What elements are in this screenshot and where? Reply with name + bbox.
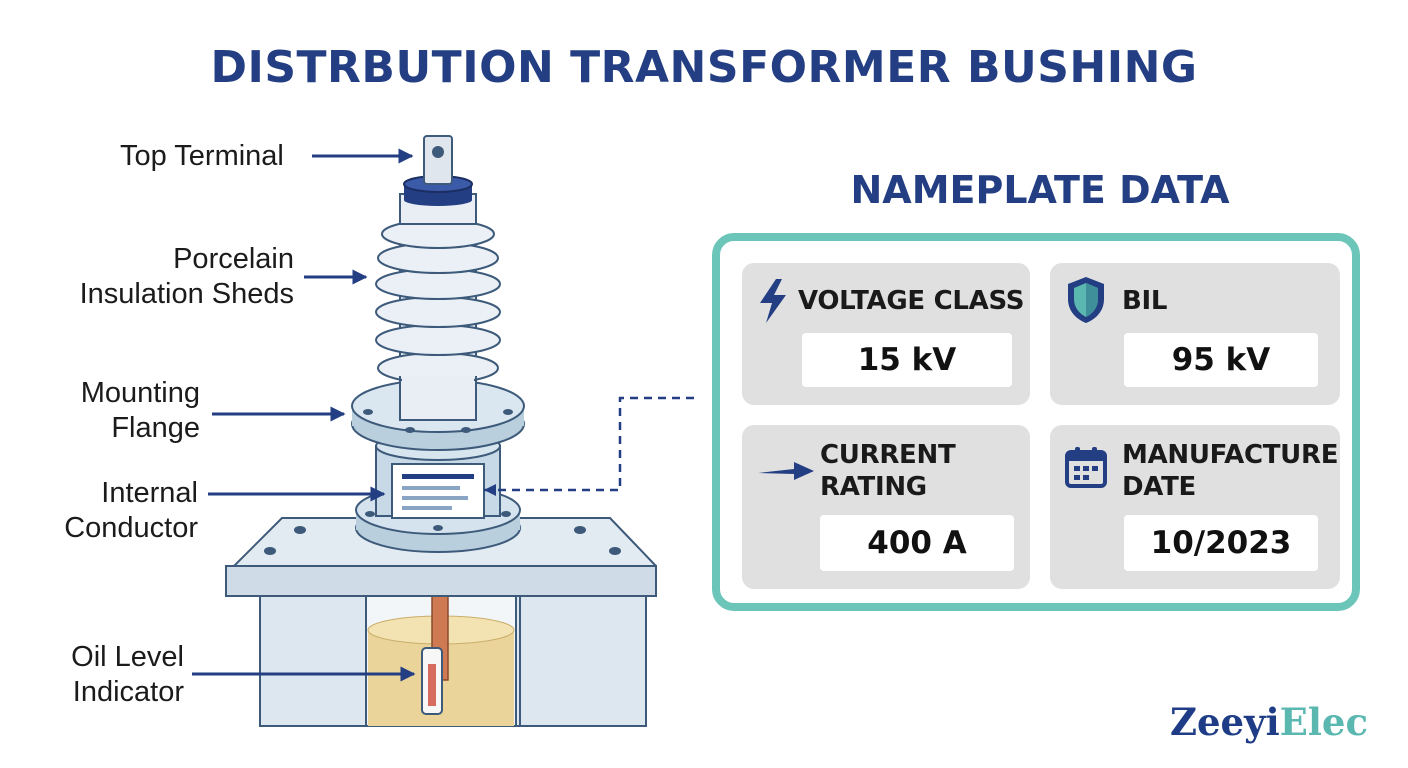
label-oil-line1: Oil Level <box>71 641 184 673</box>
current-rating-label-line1: CURRENT <box>820 440 956 470</box>
nameplate-panel: VOLTAGE CLASS 15 kV BIL 95 kV CURRENT RA… <box>712 233 1360 611</box>
housing-cylinder <box>375 431 501 519</box>
manufacture-date-value: 10/2023 <box>1124 515 1318 571</box>
label-mounting-flange: Mounting Flange <box>40 376 200 446</box>
manufacture-date-label-line2: DATE <box>1122 472 1196 502</box>
label-conductor-line1: Internal <box>101 477 198 509</box>
bushing-diagram <box>192 135 700 727</box>
label-oil-level-indicator: Oil Level Indicator <box>40 640 184 710</box>
label-arrows <box>192 148 416 682</box>
brand-part2: Elec <box>1279 700 1368 744</box>
nameplate-title: NAMEPLATE DATA <box>850 168 1230 212</box>
oil-level-indicator <box>421 647 443 715</box>
label-top-terminal: Top Terminal <box>120 140 284 172</box>
manufacture-date-label: MANUFACTURE DATE <box>1122 439 1338 503</box>
label-porcelain-line1: Porcelain <box>173 243 294 275</box>
bil-value: 95 kV <box>1124 333 1318 387</box>
label-conductor-line2: Conductor <box>64 512 198 544</box>
brand-logo: ZeeyiElec <box>1170 700 1368 744</box>
page-title: DISTRBUTION TRANSFORMER BUSHING <box>210 42 1198 93</box>
current-rating-value: 400 A <box>820 515 1014 571</box>
current-rating-label-line2: RATING <box>820 472 927 502</box>
shield-icon <box>1068 277 1104 323</box>
bil-card: BIL 95 kV <box>1050 263 1340 405</box>
brand-part1: Zeeyi <box>1170 700 1280 744</box>
voltage-class-card: VOLTAGE CLASS 15 kV <box>742 263 1030 405</box>
label-oil-line2: Indicator <box>72 676 184 708</box>
label-porcelain-line2: Insulation Sheds <box>79 278 294 310</box>
top-terminal <box>423 135 453 185</box>
current-rating-card: CURRENT RATING 400 A <box>742 425 1030 589</box>
voltage-class-label: VOLTAGE CLASS <box>798 286 1025 316</box>
label-flange-line2: Flange <box>111 412 200 444</box>
label-flange-line1: Mounting <box>80 377 200 409</box>
manufacture-date-label-line1: MANUFACTURE <box>1122 440 1339 470</box>
nameplate-connector <box>484 396 700 496</box>
label-internal-conductor: Internal Conductor <box>40 476 198 546</box>
arrow-icon <box>758 462 814 480</box>
voltage-class-value: 15 kV <box>802 333 1012 387</box>
lightning-icon <box>760 279 786 323</box>
calendar-icon <box>1065 447 1107 488</box>
bil-label: BIL <box>1122 286 1168 316</box>
current-rating-label: CURRENT RATING <box>820 439 956 503</box>
porcelain-sheds <box>375 219 501 384</box>
transformer-tank <box>259 595 647 727</box>
mounting-flange <box>351 379 525 451</box>
label-porcelain-sheds: Porcelain Insulation Sheds <box>60 242 294 312</box>
manufacture-date-card: MANUFACTURE DATE 10/2023 <box>1050 425 1340 589</box>
